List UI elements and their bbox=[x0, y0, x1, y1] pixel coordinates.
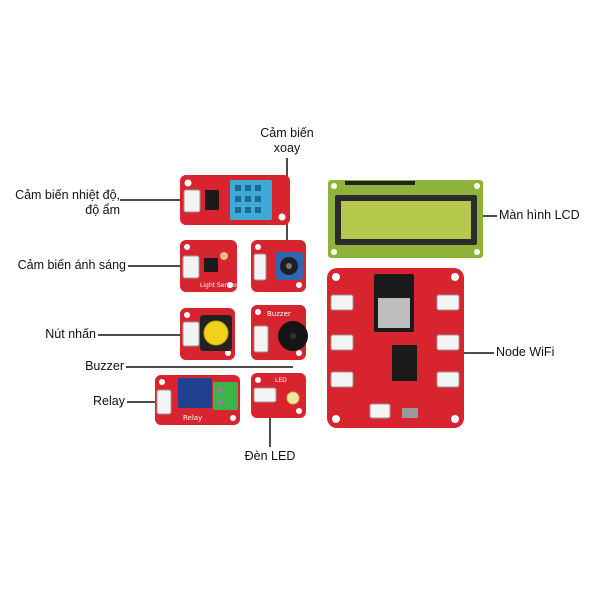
temp-humidity-board bbox=[180, 175, 290, 225]
button-board bbox=[180, 308, 235, 360]
led-board: LED bbox=[251, 373, 306, 418]
label-buzzer: Buzzer bbox=[85, 359, 124, 373]
board-label-buzzer: Buzzer bbox=[267, 310, 291, 318]
label-relay: Relay bbox=[93, 394, 125, 408]
board-label-led: LED bbox=[275, 377, 287, 384]
label-light: Cảm biến ánh sáng bbox=[17, 258, 126, 272]
node-wifi-board bbox=[327, 268, 464, 428]
lcd-module bbox=[328, 180, 483, 258]
relay-board: Relay bbox=[155, 375, 240, 425]
buzzer-board: Buzzer bbox=[251, 305, 308, 360]
label-button: Nút nhấn bbox=[45, 327, 96, 341]
label-rotary: Cảm biến xoay bbox=[260, 126, 314, 155]
label-led: Đèn LED bbox=[244, 449, 296, 463]
light-sensor-board: Light Sensor bbox=[180, 240, 238, 292]
rotary-board bbox=[251, 240, 306, 292]
leader-lines bbox=[98, 158, 497, 447]
label-lcd: Màn hình LCD bbox=[499, 208, 580, 222]
board-label-relay: Relay bbox=[183, 414, 202, 422]
board-label-light: Light Sensor bbox=[200, 282, 238, 289]
label-temp-humidity: Cảm biến nhiệt độ, độ ẩm bbox=[15, 188, 120, 217]
label-node-wifi: Node WiFi bbox=[496, 345, 555, 359]
